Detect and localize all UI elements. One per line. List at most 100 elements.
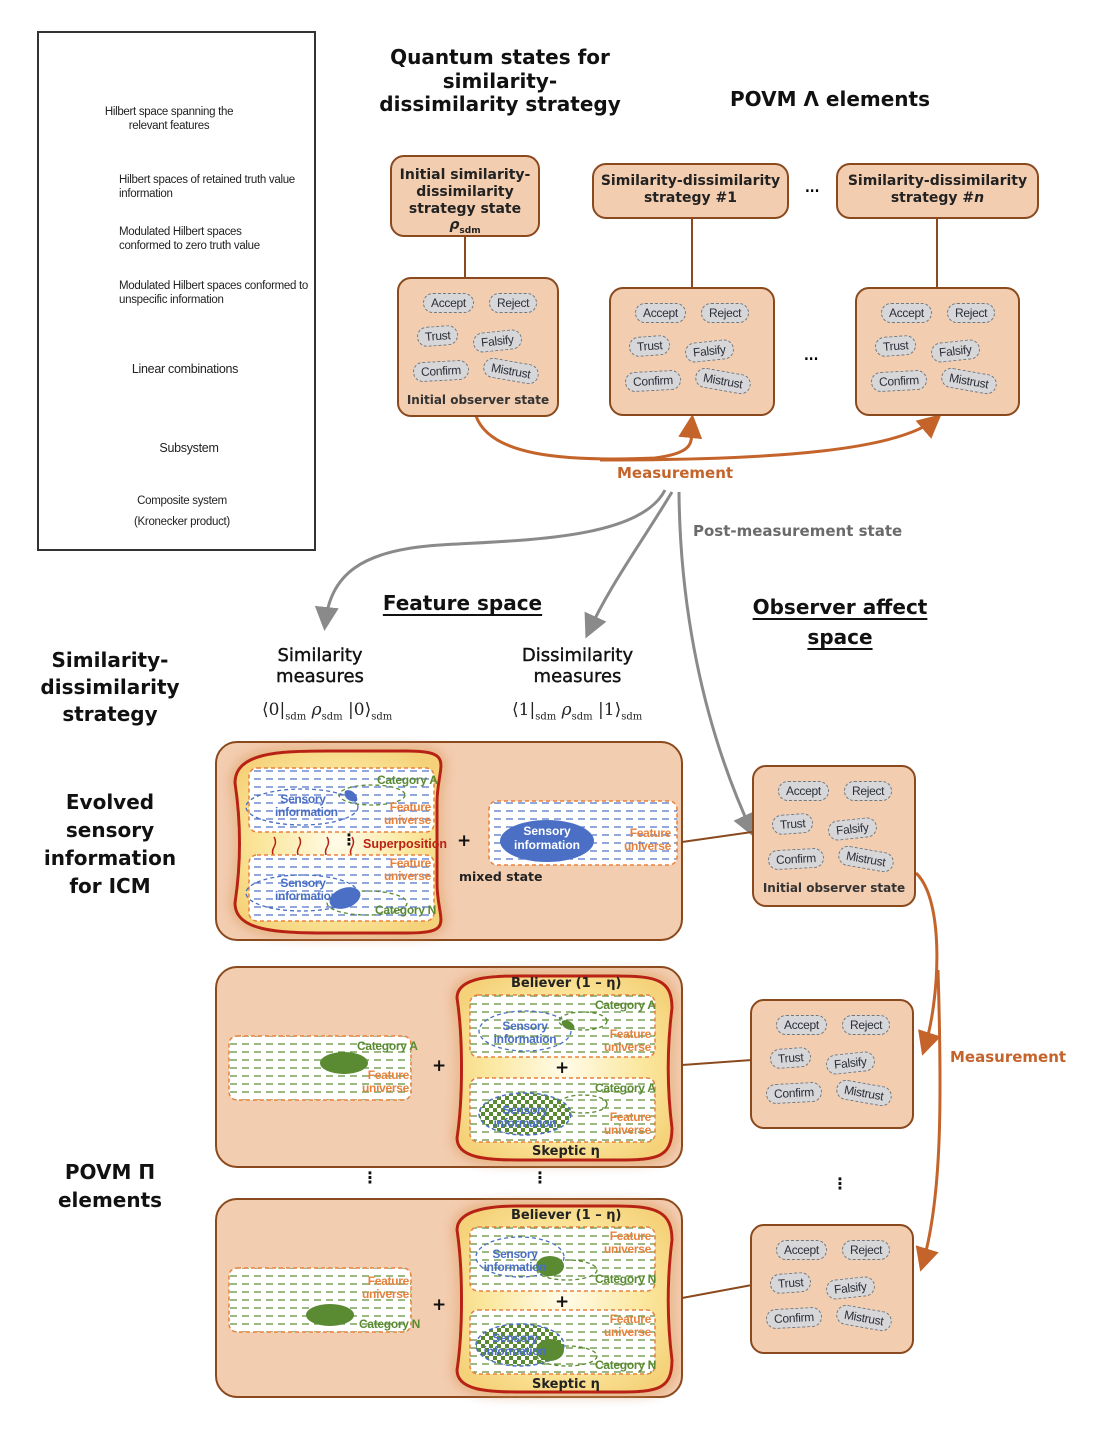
category-filled-ellipse [306,1304,354,1326]
measurement-arrow-observer2 [914,871,941,1056]
similarity-line2: measures [276,666,364,688]
label-believer: Believer (1 – η) [511,976,622,991]
label-category-n: Category N [359,1317,421,1331]
cloud-confirm: Confirm [765,1081,823,1105]
heading-observer-affect-space: Observer affect space [752,595,928,649]
label-skeptic: Skeptic η [532,1144,600,1159]
overlap-fill [536,1339,564,1361]
panel1-graphics [233,749,678,935]
believer-feature-box [469,1226,656,1292]
overlap-fill [329,887,361,909]
cloud-accept: Accept [776,1240,827,1260]
cloud-confirm: Confirm [624,369,682,393]
universe: universe [624,839,671,854]
similarity-line1: Similarity [277,645,363,666]
dissimilarity-formula: ⟨1|sdm ρsdm |1⟩sdm [512,700,642,722]
strategy-n-node[interactable]: Similarity-dissimilarity strategy #n [836,163,1039,219]
legend-unspecific-label: Modulated Hilbert spaces conformed to un… [119,280,308,307]
post-measurement-label: Post-measurement state [693,522,903,540]
similarity-measures: Similarity measures [255,645,385,688]
cloud-reject: Reject [701,303,750,323]
sub: sdm [371,711,393,723]
post-arrow-observer [677,491,756,838]
feature-box-cat-n [248,854,435,922]
universe: universe [384,869,431,884]
sensory-ellipse [478,1010,572,1052]
cloud-accept: Accept [635,303,686,323]
cloud-mistrust: Mistrust [481,356,540,386]
label-category-n: Category N [375,903,437,917]
sub: sdm [621,711,643,723]
category-filled-ellipse [320,1052,368,1074]
cloud-falsify: Falsify [930,338,981,364]
cloud-confirm: Confirm [870,369,928,393]
overlap-fill [536,1256,564,1276]
ket-1: |1⟩ [598,700,622,720]
initial-state-line1: Initial similarity- [399,167,531,183]
legend-retained-label: Hilbert spaces of retained truth value i… [119,174,295,201]
dissimilarity-line2: measures [533,666,622,688]
feature: Feature [629,826,672,840]
label-believer: Believer (1 – η) [511,1208,622,1223]
sensory-ellipse [245,788,359,826]
rho-symbol: ρ [449,217,460,234]
information: information [483,1260,547,1275]
feature-box-cat-a [248,767,435,833]
information: information [275,889,338,904]
link-panel3-observer [681,1284,753,1299]
post-arrow-dissimilarity [584,491,674,639]
strategy-n-line1: Similarity-dissimilarity [847,173,1028,189]
measurement-arrow-strategy1 [474,414,703,461]
heading-sd-strategy: Similarity-dissimilarity strategy [40,648,180,726]
universe: universe [604,1040,651,1055]
cloud-mistrust: Mistrust [834,1303,893,1333]
label-category-a: Category A [595,998,656,1012]
cloud-reject: Reject [947,303,996,323]
heading-evolved: Evolved sensory information for ICM [43,790,177,898]
observer-caption: Initial observer state [762,881,906,895]
rho: ρ [561,700,572,720]
feature: Feature [609,1229,652,1243]
initial-state-line3: strategy state ρsdm [392,201,538,237]
sensory: Sensory [492,1247,538,1261]
universe: universe [604,1325,651,1340]
sub: sdm [535,711,557,723]
universe: universe [362,1287,409,1302]
similarity-formula: ⟨0|sdm ρsdm |0⟩sdm [262,700,392,722]
heading-povm-lambda: POVM Λ elements [730,87,930,111]
cloud-reject: Reject [489,293,538,313]
strategies-ellipsis: ... [805,180,820,196]
information: information [514,837,580,852]
cloud-reject: Reject [842,1240,891,1260]
plus-sign: + [432,1295,447,1315]
cloud-confirm: Confirm [767,847,825,871]
sensory-filled-ellipse [500,820,594,862]
legend-linear-label: Linear combinations [131,362,239,376]
feature: Feature [389,856,432,870]
label-category-n: Category N [595,1358,657,1372]
feature: Feature [367,1068,410,1082]
strategy-1-node[interactable]: Similarity-dissimilarity strategy #1 [592,163,789,219]
n-symbol: n [974,189,985,206]
vdots-panel-right: ⋮ [532,1168,548,1187]
information: information [275,805,338,820]
measurement-arrow-observer3 [915,969,942,1272]
initial-state-node[interactable]: Initial similarity- dissimilarity strate… [390,155,540,237]
legend-hilbert-space-label: Hilbert space spanning the relevant feat… [104,106,234,133]
